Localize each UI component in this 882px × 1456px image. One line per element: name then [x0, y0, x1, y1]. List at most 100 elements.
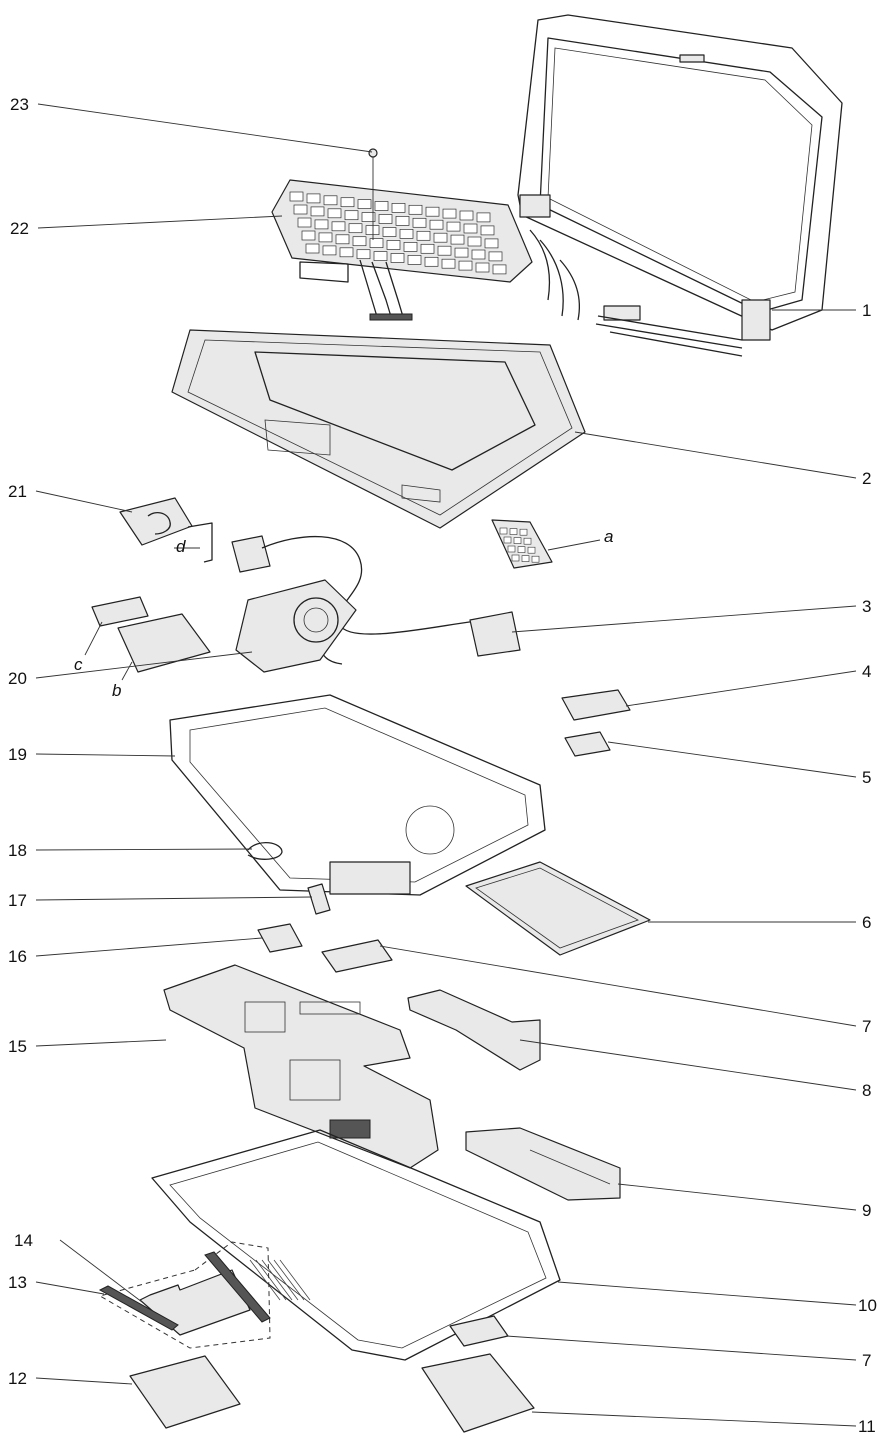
- keyboard-key: [403, 242, 418, 252]
- keyboard-key: [297, 217, 312, 228]
- keyboard-key: [450, 234, 465, 245]
- vent-slot: [279, 1259, 311, 1301]
- part-11-memory-cover: [421, 1353, 535, 1433]
- part-d-bracket: [187, 522, 213, 563]
- callout-2: 2: [862, 469, 871, 488]
- keyboard-key: [441, 258, 456, 269]
- vent-slot: [255, 1259, 287, 1301]
- keyboard-keys: [289, 191, 507, 275]
- keypad-key: [513, 537, 522, 544]
- keyboard-key: [437, 245, 452, 256]
- keyboard-key: [369, 238, 384, 248]
- keyboard-key: [484, 238, 499, 249]
- keyboard-key: [492, 264, 507, 275]
- part-20-fan: [235, 579, 357, 673]
- part-22-keyboard: [271, 179, 533, 321]
- keyboard-key: [323, 195, 338, 206]
- keyboard-key: [475, 262, 490, 273]
- vent-slot: [267, 1259, 299, 1301]
- keyboard-key: [340, 197, 355, 208]
- keypad-key: [511, 554, 520, 562]
- keyboard-key: [344, 210, 359, 221]
- part-3-speaker: [231, 535, 521, 665]
- keyboard-key: [480, 225, 495, 236]
- callout-8: 8: [862, 1081, 871, 1100]
- keyboard-key: [378, 214, 393, 224]
- callout-b: b: [112, 681, 121, 700]
- callout-23: 23: [10, 95, 29, 114]
- keyboard-key: [454, 247, 469, 258]
- keypad-key: [503, 536, 512, 544]
- keyboard-key: [352, 236, 367, 247]
- callout-c: c: [74, 655, 83, 674]
- keyboard-key: [476, 212, 491, 223]
- callout-16: 16: [8, 947, 27, 966]
- part-16-chip: [257, 923, 303, 953]
- callout-20: 20: [8, 669, 27, 688]
- part-2-keyboard-bezel: [171, 329, 586, 529]
- callout-labels: 23 22 1 2 21 d a 3 c b 20 4 5 19 18 17 6…: [8, 95, 877, 1436]
- keyboard-key: [407, 255, 422, 265]
- part-6-optical-drive: [465, 861, 651, 956]
- part-c-memory-door: [91, 596, 149, 627]
- keyboard-key: [463, 223, 478, 234]
- keyboard-key: [310, 206, 325, 217]
- keyboard-key: [399, 229, 414, 239]
- part-18-cable: [247, 842, 283, 860]
- keyboard-key: [412, 217, 427, 228]
- keyboard-key: [373, 251, 388, 261]
- keyboard-key: [365, 225, 380, 235]
- keyboard-key: [424, 256, 439, 267]
- callout-5: 5: [862, 768, 871, 787]
- part-19-frame: [169, 694, 546, 896]
- callout-10: 10: [858, 1296, 877, 1315]
- keyboard-key: [293, 204, 308, 215]
- vent-slot: [273, 1259, 305, 1301]
- keyboard-key: [331, 221, 346, 232]
- callout-15: 15: [8, 1037, 27, 1056]
- keyboard-key: [395, 216, 410, 226]
- part-13-rails: [98, 1251, 271, 1331]
- keyboard-key: [318, 232, 333, 243]
- callout-13: 13: [8, 1273, 27, 1292]
- vent-slot: [249, 1259, 281, 1301]
- keyboard-key: [306, 193, 321, 204]
- callout-9: 9: [862, 1201, 871, 1220]
- part-13-14-dashed-group: [98, 1241, 271, 1349]
- callout-7-top: 7: [862, 1017, 871, 1036]
- callout-a: a: [604, 527, 613, 546]
- keyboard-key: [382, 227, 397, 237]
- keyboard-key: [471, 249, 486, 260]
- keyboard-key: [322, 245, 337, 256]
- part-23-screw: [368, 148, 378, 240]
- keyboard-key: [433, 232, 448, 243]
- keyboard-key: [458, 260, 473, 271]
- callout-3: 3: [862, 597, 871, 616]
- keyboard-key: [305, 243, 320, 254]
- part-7-memory-module: [321, 939, 393, 973]
- leader-lines: [35, 103, 857, 1427]
- part-b-memory-cover: [117, 613, 211, 673]
- keypad-key: [521, 555, 530, 562]
- callout-4: 4: [862, 662, 871, 681]
- callout-7-bottom: 7: [862, 1351, 871, 1370]
- callout-6: 6: [862, 913, 871, 932]
- callout-1: 1: [862, 301, 871, 320]
- base-vent-grid: [249, 1259, 311, 1301]
- part-5-card: [564, 731, 611, 757]
- keypad-key: [499, 527, 508, 535]
- keyboard-key: [420, 243, 435, 254]
- callout-17: 17: [8, 891, 27, 910]
- callout-11: 11: [858, 1417, 876, 1436]
- keyboard-key: [459, 210, 474, 221]
- keyboard-key: [442, 208, 457, 219]
- part-4-card: [561, 689, 631, 721]
- keypad-key: [519, 528, 528, 536]
- part-1-lcd-assembly: [517, 14, 843, 357]
- keyboard-key: [357, 199, 372, 209]
- keypad-key: [527, 546, 536, 554]
- part-9-battery: [465, 1127, 621, 1201]
- keyboard-key: [386, 240, 401, 250]
